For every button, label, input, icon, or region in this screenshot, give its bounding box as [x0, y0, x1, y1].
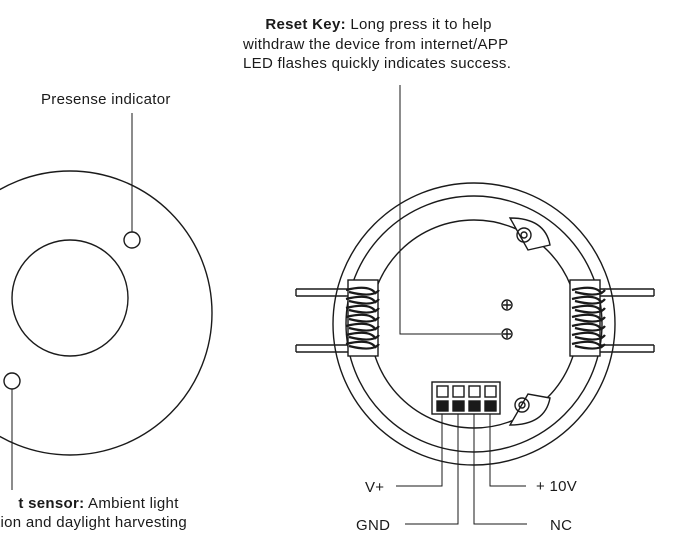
front-outer-ring: [0, 170, 213, 456]
reset-key-slot: [503, 330, 511, 338]
presence-indicator-led: [123, 231, 141, 249]
nc-leader-line: [473, 414, 527, 525]
terminal-block: [431, 381, 501, 415]
top-mounting-lug: [508, 217, 551, 251]
light-sensor-window: [3, 372, 21, 390]
plus10v-leader-line: [489, 414, 526, 487]
screw-upper: [501, 299, 513, 311]
terminal-4-socket: [484, 400, 497, 412]
reset-key-line1-rest: Long press it to help: [346, 16, 492, 33]
front-view-sensor: [0, 113, 213, 490]
left-spring-coils: [345, 286, 377, 349]
top-mounting-hole-inner: [520, 231, 528, 239]
reset-key-label-line3: LED flashes quickly indicates success.: [243, 55, 511, 72]
terminal-3-socket: [468, 400, 481, 412]
terminal-1-screw: [436, 385, 449, 398]
reset-key-label-line2: withdraw the device from internet/APP: [242, 36, 508, 53]
terminal-1-socket: [436, 400, 449, 412]
reset-key-title: Reset Key:: [265, 16, 346, 33]
terminal-4-screw: [484, 385, 497, 398]
terminal-plus10v-label: + 10V: [536, 478, 577, 495]
terminal-nc-label: NC: [550, 517, 572, 534]
presence-indicator-label: Presense indicator: [41, 91, 171, 108]
right-spring-coils: [571, 286, 603, 349]
front-lens: [11, 239, 129, 357]
top-mounting-hole: [516, 227, 532, 243]
right-spring-bracket: [569, 279, 601, 357]
terminal-2-socket: [452, 400, 465, 412]
bottom-mounting-hole-inner: [518, 401, 526, 409]
terminal-gnd-label: GND: [356, 517, 390, 534]
light-sensor-line1-rest: Ambient light: [84, 495, 179, 512]
light-sensor-label-line1: t sensor: Ambient light: [0, 495, 192, 512]
right-spring-clip: [569, 279, 655, 357]
terminal-vplus-label: V+: [365, 479, 384, 496]
reset-key-button: [501, 328, 513, 340]
light-sensor-title: t sensor:: [18, 495, 84, 512]
terminal-3-screw: [468, 385, 481, 398]
vplus-leader-line: [396, 414, 443, 487]
right-spring-coils-back: [574, 289, 606, 350]
left-spring-clip: [295, 279, 380, 357]
terminal-2-screw: [452, 385, 465, 398]
light-sensor-label-line2: tion and daylight harvesting: [0, 514, 187, 531]
bottom-mounting-lug: [508, 393, 551, 426]
screw-upper-slot: [503, 301, 511, 309]
gnd-leader-line: [405, 414, 459, 525]
reset-key-label-line1: Reset Key: Long press it to help: [243, 16, 505, 33]
bottom-mounting-hole: [514, 397, 530, 413]
left-spring-coils-back: [348, 289, 380, 350]
reset-key-leader-line: [399, 85, 501, 335]
back-view-sensor: [295, 85, 655, 525]
